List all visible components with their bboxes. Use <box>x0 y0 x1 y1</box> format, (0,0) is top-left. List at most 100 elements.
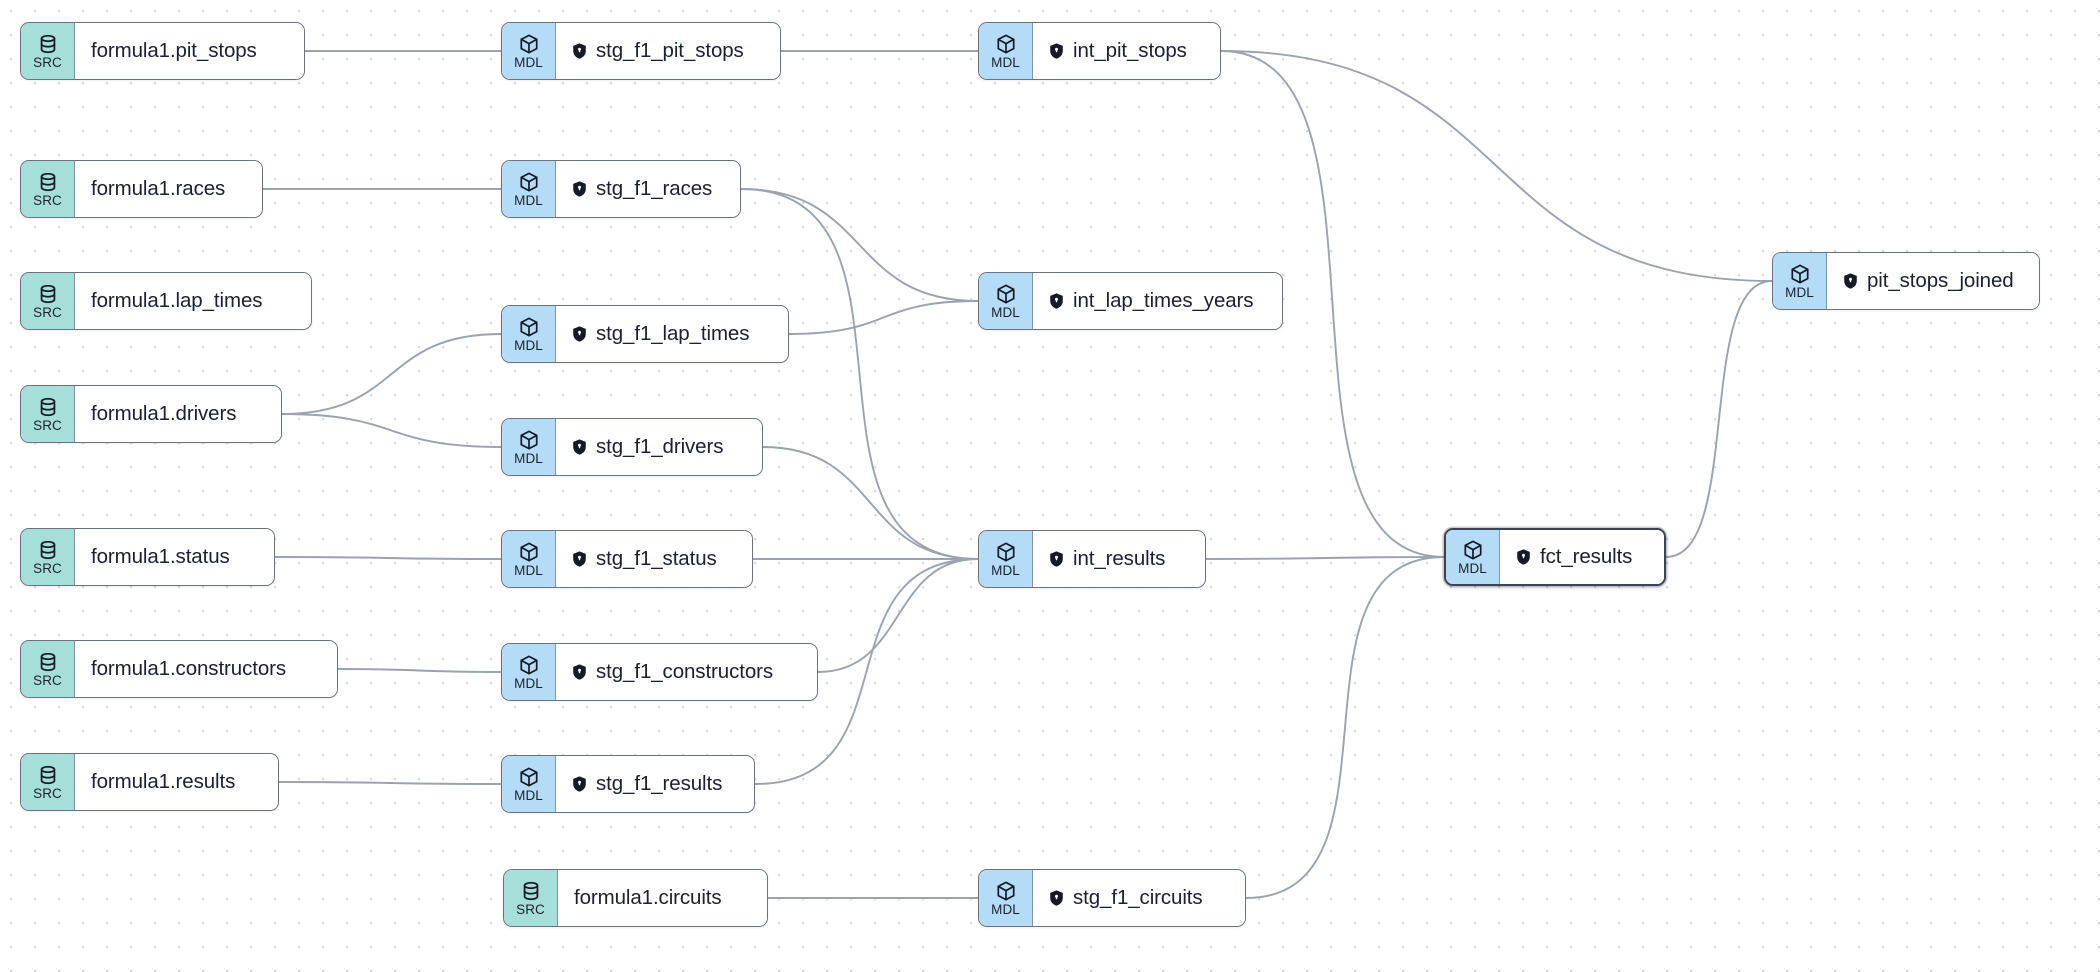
shield-lock-icon <box>1843 273 1858 289</box>
node-label: formula1.lap_times <box>91 289 263 312</box>
lineage-edge-src_drivers-to-stg_drivers <box>281 413 502 448</box>
node-label: stg_f1_pit_stops <box>596 39 744 62</box>
node-label: int_results <box>1073 547 1166 570</box>
node-body: formula1.races <box>75 161 262 217</box>
source-tile: SRC <box>21 529 75 585</box>
lineage-edge-stg_drivers-to-int_results <box>762 446 979 560</box>
shield-lock-icon <box>572 181 587 197</box>
node-body: stg_f1_pit_stops <box>556 23 780 79</box>
shield-lock-icon <box>1049 551 1064 567</box>
node-kind-label: MDL <box>514 192 543 208</box>
node-label: stg_f1_results <box>596 772 723 795</box>
node-kind-label: MDL <box>991 54 1020 70</box>
node-kind-label: SRC <box>33 417 62 433</box>
shield-lock-icon <box>572 664 587 680</box>
model-tile: MDL <box>502 306 556 362</box>
source-tile: SRC <box>21 386 75 442</box>
lineage-edge-int_pit_stops-to-pit_stops_joined <box>1220 50 1773 282</box>
cube-icon <box>995 880 1017 902</box>
node-label: formula1.results <box>91 770 236 793</box>
cube-icon <box>518 654 540 676</box>
lineage-edge-src_drivers-to-stg_lap_times <box>281 333 502 415</box>
node-kind-label: MDL <box>514 675 543 691</box>
node-body: stg_f1_races <box>556 161 740 217</box>
lineage-node-int_pit_stops[interactable]: MDL int_pit_stops <box>978 22 1221 80</box>
model-tile: MDL <box>979 273 1033 329</box>
lineage-node-stg_races[interactable]: MDL stg_f1_races <box>501 160 741 218</box>
database-icon <box>37 33 59 55</box>
node-body: formula1.circuits <box>558 870 767 926</box>
node-label: stg_f1_races <box>596 177 713 200</box>
lineage-node-stg_circuits[interactable]: MDL stg_f1_circuits <box>978 869 1246 927</box>
shield-lock-icon <box>572 551 587 567</box>
node-kind-label: MDL <box>514 787 543 803</box>
shield-lock-icon <box>572 326 587 342</box>
node-body: int_pit_stops <box>1033 23 1220 79</box>
node-label: stg_f1_circuits <box>1073 886 1203 909</box>
database-icon <box>37 539 59 561</box>
lineage-node-int_results[interactable]: MDL int_results <box>978 530 1206 588</box>
node-kind-label: MDL <box>514 54 543 70</box>
database-icon <box>37 171 59 193</box>
lineage-edge-fct_results-to-pit_stops_joined <box>1665 280 1773 558</box>
lineage-node-stg_pit_stops[interactable]: MDL stg_f1_pit_stops <box>501 22 781 80</box>
source-tile: SRC <box>21 641 75 697</box>
node-kind-label: SRC <box>33 192 62 208</box>
node-label: formula1.pit_stops <box>91 39 257 62</box>
node-body: fct_results <box>1500 530 1664 584</box>
node-label: stg_f1_constructors <box>596 660 773 683</box>
lineage-node-stg_results[interactable]: MDL stg_f1_results <box>501 755 755 813</box>
node-kind-label: MDL <box>991 901 1020 917</box>
source-tile: SRC <box>21 23 75 79</box>
node-body: formula1.lap_times <box>75 273 311 329</box>
lineage-node-src_pit_stops[interactable]: SRC formula1.pit_stops <box>20 22 305 80</box>
node-kind-label: SRC <box>33 785 62 801</box>
model-tile: MDL <box>979 870 1033 926</box>
node-kind-label: SRC <box>33 54 62 70</box>
lineage-node-stg_constructors[interactable]: MDL stg_f1_constructors <box>501 643 818 701</box>
node-body: stg_f1_results <box>556 756 754 812</box>
database-icon <box>37 283 59 305</box>
lineage-edge-stg_lap_times-to-int_lap_times_yrs <box>788 300 979 335</box>
lineage-edge-stg_races-to-int_lap_times_yrs <box>740 188 979 302</box>
node-label: formula1.drivers <box>91 402 237 425</box>
node-body: formula1.drivers <box>75 386 281 442</box>
model-tile: MDL <box>502 756 556 812</box>
lineage-edge-src_status-to-stg_status <box>274 556 502 560</box>
node-label: formula1.circuits <box>574 886 722 909</box>
lineage-node-src_results[interactable]: SRC formula1.results <box>20 753 279 811</box>
database-icon <box>520 880 542 902</box>
lineage-node-src_drivers[interactable]: SRC formula1.drivers <box>20 385 282 443</box>
lineage-node-src_races[interactable]: SRC formula1.races <box>20 160 263 218</box>
model-tile: MDL <box>1446 530 1500 584</box>
node-kind-label: MDL <box>1785 284 1814 300</box>
node-body: int_lap_times_years <box>1033 273 1282 329</box>
cube-icon <box>518 429 540 451</box>
model-tile: MDL <box>979 531 1033 587</box>
node-kind-label: SRC <box>33 560 62 576</box>
cube-icon <box>995 283 1017 305</box>
shield-lock-icon <box>1049 293 1064 309</box>
shield-lock-icon <box>572 776 587 792</box>
cube-icon <box>518 316 540 338</box>
node-body: stg_f1_lap_times <box>556 306 788 362</box>
node-body: formula1.constructors <box>75 641 337 697</box>
source-tile: SRC <box>21 161 75 217</box>
node-label: formula1.races <box>91 177 226 200</box>
database-icon <box>37 651 59 673</box>
database-icon <box>37 396 59 418</box>
node-label: stg_f1_drivers <box>596 435 724 458</box>
cube-icon <box>995 541 1017 563</box>
